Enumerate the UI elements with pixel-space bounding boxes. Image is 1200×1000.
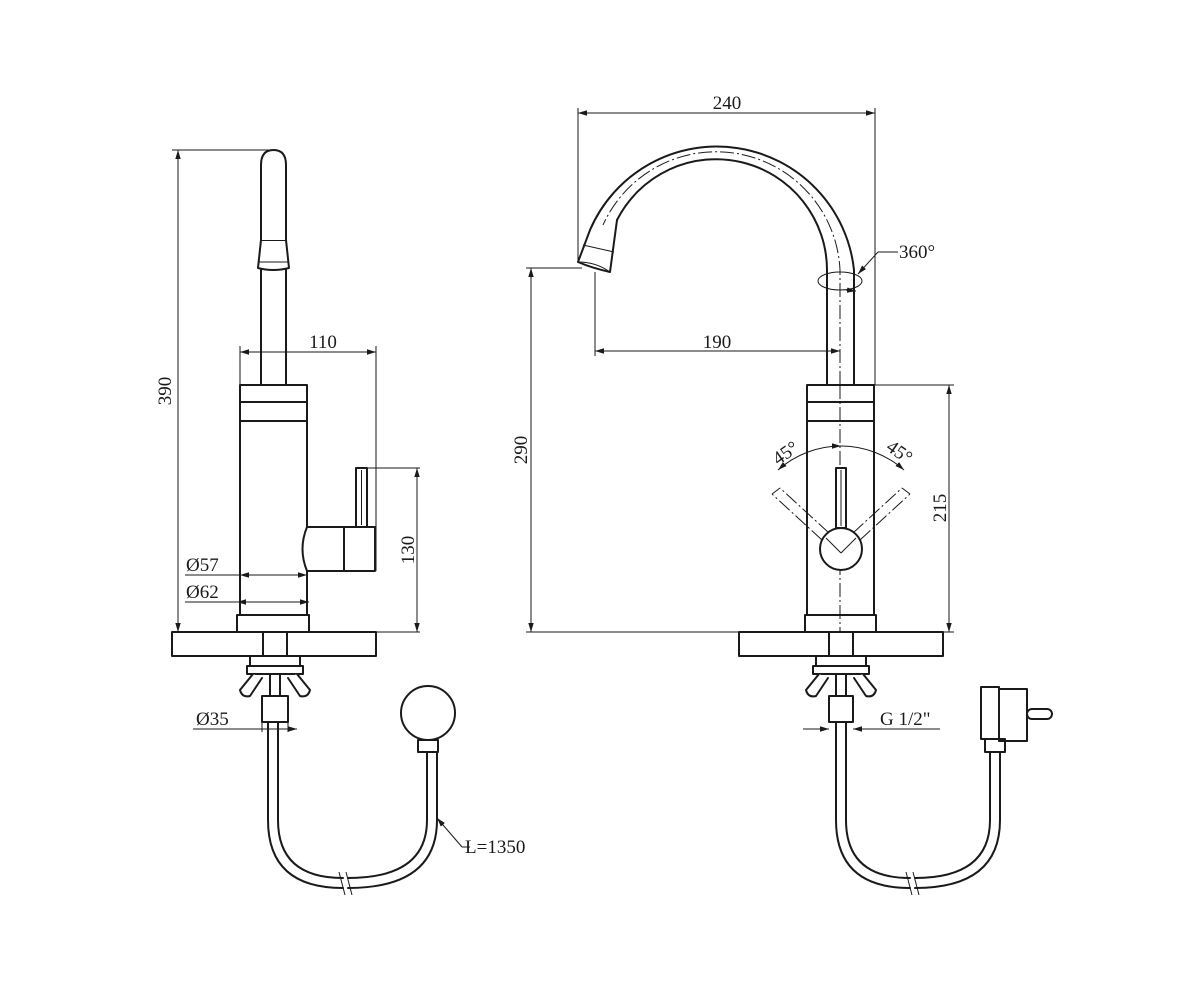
side-lever (301, 467, 376, 572)
angle-right-label: 45° (882, 436, 916, 468)
dim-57: Ø57 (185, 555, 307, 578)
dim-57-label: Ø57 (186, 555, 219, 576)
dim-130-label: 130 (398, 536, 419, 565)
dim-390: 390 (155, 149, 272, 633)
side-plug (400, 685, 456, 753)
thread-label: G 1/2" (880, 709, 931, 730)
dim-215: 215 (874, 384, 954, 633)
front-connector (805, 631, 877, 723)
hose-length-label: L=1350 (465, 837, 525, 858)
front-rotation-arrow (817, 251, 898, 293)
front-plug (980, 686, 1053, 753)
leader-hose-length: L=1350 (436, 817, 525, 858)
side-view: 390 110 130 Ø57 Ø62 (155, 149, 525, 896)
dim-290-label: 290 (511, 436, 532, 465)
side-body (239, 420, 308, 616)
front-countertop (738, 631, 944, 657)
front-spout (577, 145, 855, 386)
dim-190: 190 (594, 272, 840, 356)
dim-110: 110 (239, 332, 377, 571)
dim-35-label: Ø35 (196, 709, 229, 730)
front-lever (771, 443, 911, 571)
dim-130: 130 (309, 467, 420, 633)
dim-390-label: 390 (155, 377, 176, 406)
dim-290: 290 (511, 267, 805, 633)
dim-thread: G 1/2" (803, 709, 940, 732)
side-knurled-band (239, 401, 308, 422)
dim-190-label: 190 (703, 332, 732, 353)
side-connector (239, 631, 311, 723)
side-top-cap (239, 384, 308, 403)
dim-35: Ø35 (193, 700, 297, 732)
dim-240: 240 (577, 93, 876, 385)
side-base-ring (236, 614, 310, 633)
rotation-label: 360° (899, 242, 935, 263)
side-countertop (171, 631, 377, 657)
front-hose (835, 721, 1001, 896)
dim-62: Ø62 (185, 582, 309, 605)
dim-62-label: Ø62 (186, 582, 219, 603)
dim-110-label: 110 (309, 332, 337, 353)
angle-left-label: 45° (769, 437, 803, 469)
dim-215-label: 215 (930, 494, 951, 523)
front-view: 240 190 290 215 360° 45° 45° (511, 93, 1053, 896)
dim-240-label: 240 (713, 93, 742, 114)
side-hose (267, 721, 438, 896)
side-spout (257, 149, 290, 386)
